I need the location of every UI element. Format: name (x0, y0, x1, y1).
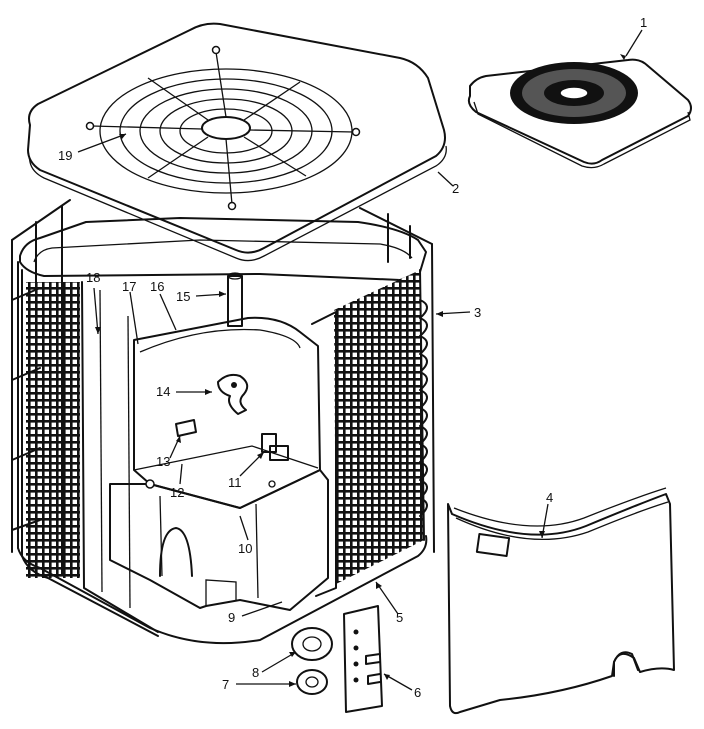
callout-17: 17 (122, 279, 136, 294)
mounting-plate (343, 605, 383, 713)
callout-2: 2 (452, 181, 459, 196)
top-panel (27, 22, 447, 262)
callout-7: 7 (222, 677, 229, 692)
callout-labels: 1 2 3 4 5 6 7 8 9 10 11 12 13 14 15 16 1… (58, 15, 647, 700)
coil-guard (11, 199, 435, 575)
access-panel (447, 487, 675, 715)
grommet-small (296, 669, 328, 695)
bracket-component (175, 419, 197, 437)
fan-grille-small (510, 62, 638, 124)
callout-3: 3 (474, 305, 481, 320)
callout-4: 4 (546, 490, 553, 505)
grommet-large (291, 627, 333, 661)
callout-13: 13 (156, 454, 170, 469)
top-cover-assembly (467, 58, 692, 169)
callout-11: 11 (228, 475, 242, 490)
left-coil (26, 282, 80, 578)
callout-1: 1 (640, 15, 647, 30)
callout-12: 12 (170, 485, 184, 500)
callout-19: 19 (58, 148, 72, 163)
callout-9: 9 (228, 610, 235, 625)
fan-guard (85, 45, 361, 211)
callout-10: 10 (238, 541, 252, 556)
callout-6: 6 (414, 685, 421, 700)
callout-8: 8 (252, 665, 259, 680)
callout-5: 5 (396, 610, 403, 625)
right-coil (334, 270, 424, 584)
relay-component (217, 373, 249, 415)
callout-14: 14 (156, 384, 170, 399)
callout-16: 16 (150, 279, 164, 294)
callout-15: 15 (176, 289, 190, 304)
cabinet (17, 217, 428, 645)
contactor-component (261, 433, 289, 461)
leader-lines (77, 29, 643, 691)
callout-18: 18 (86, 270, 100, 285)
